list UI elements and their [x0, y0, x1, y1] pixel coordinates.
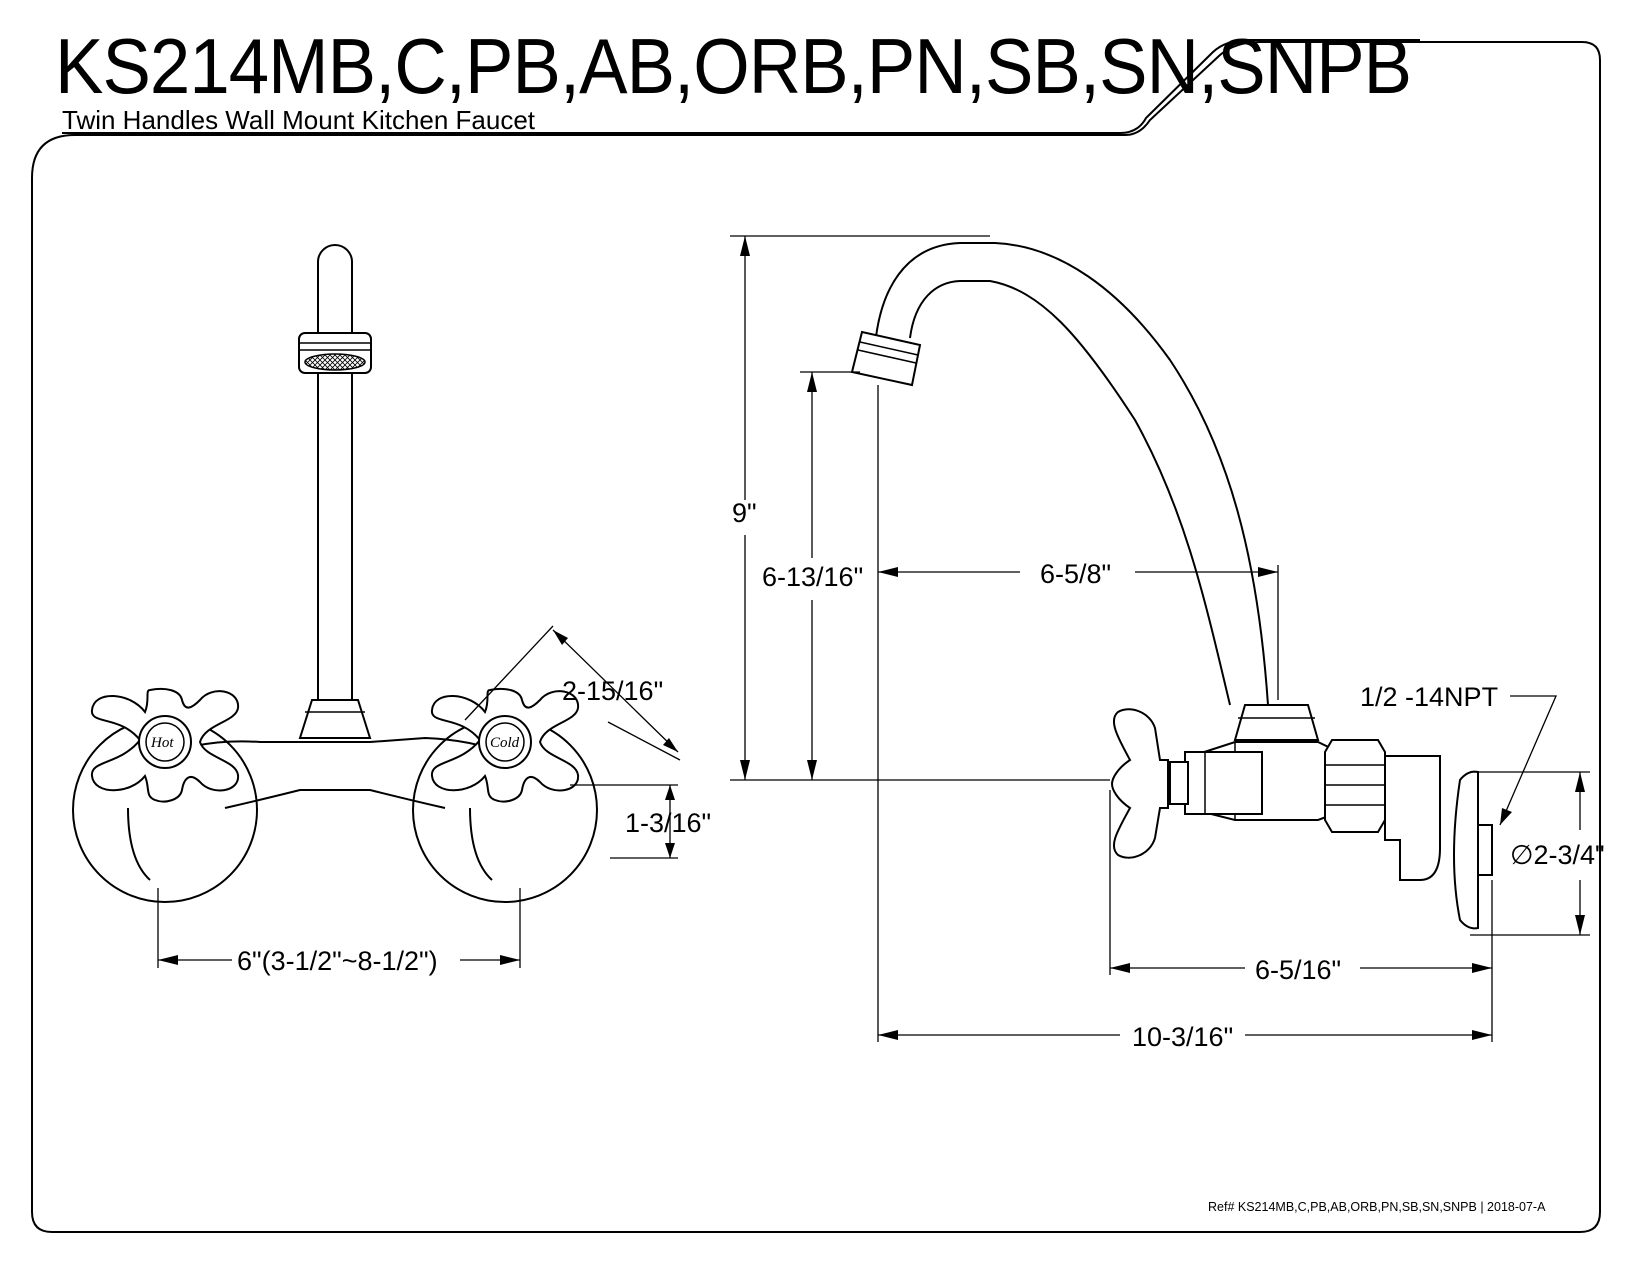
header-underline	[62, 39, 1420, 134]
dim-handle-spread: 2-15/16"	[562, 676, 663, 706]
dim-overall-height: 9"	[732, 498, 757, 528]
dim-body-depth: 6-5/16"	[1255, 955, 1341, 985]
side-view	[850, 242, 1493, 930]
aerator-mesh	[304, 353, 366, 371]
dim-spout-height: 6-13/16"	[762, 562, 863, 592]
dim-centers: 6"(3-1/2"~8-1/2")	[237, 946, 438, 976]
product-subtitle: Twin Handles Wall Mount Kitchen Faucet	[62, 105, 536, 135]
hot-label: Hot	[150, 735, 174, 751]
side-dimensions	[730, 235, 1590, 1042]
dim-handle-offset: 1-3/16"	[625, 808, 711, 838]
reference-code: Ref# KS214MB,C,PB,AB,ORB,PN,SB,SN,SNPB |…	[1208, 1200, 1546, 1214]
dim-overall-projection: 10-3/16"	[1132, 1022, 1233, 1052]
wall-flange	[1453, 770, 1479, 930]
dim-thread: 1/2 -14NPT	[1360, 682, 1498, 712]
dim-flange-diameter: ∅2-3/4"	[1510, 840, 1605, 870]
front-view: Hot Cold	[72, 244, 598, 903]
side-handle[interactable]	[1110, 708, 1169, 859]
front-dimensions	[157, 625, 681, 968]
side-aerator	[850, 330, 922, 387]
model-title: KS214MB,C,PB,AB,ORB,PN,SB,SN,SNPB	[55, 22, 1412, 110]
cold-label: Cold	[490, 735, 520, 751]
drawing-frame	[31, 41, 1601, 1233]
dim-spout-reach: 6-5/8"	[1040, 559, 1111, 589]
